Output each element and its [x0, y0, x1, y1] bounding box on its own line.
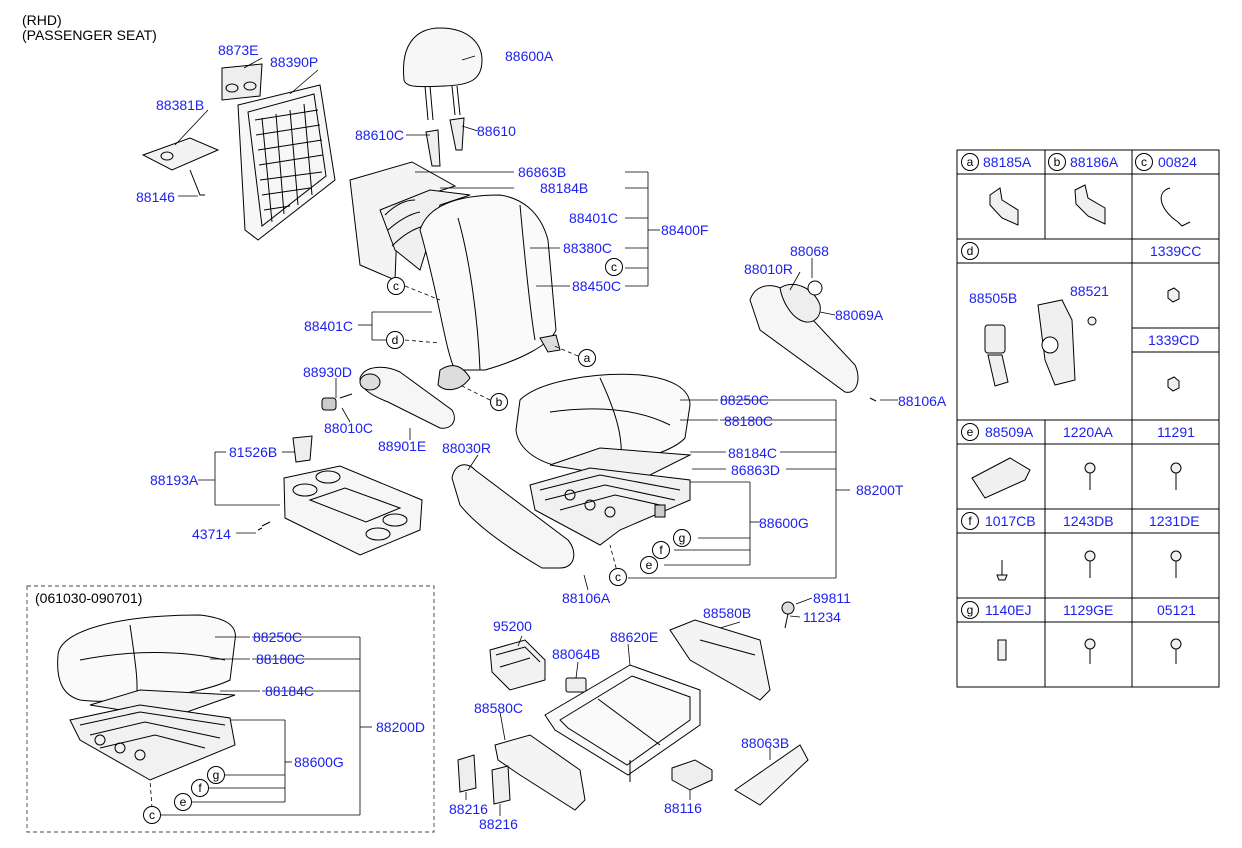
part-88390P[interactable]: 88390P — [270, 54, 319, 70]
part-88068[interactable]: 88068 — [790, 243, 829, 259]
legend-part-88509A[interactable]: 88509A — [985, 424, 1034, 440]
part-88116[interactable]: 88116 — [664, 800, 702, 816]
panel-88381B-drawing — [141, 137, 220, 171]
inset-part-88200D[interactable]: 88200D — [376, 719, 426, 735]
part-88610[interactable]: 88610 — [477, 123, 516, 139]
part-88193A[interactable]: 88193A — [150, 472, 199, 488]
diagram-header-passenger-seat: (PASSENGER SEAT) — [22, 27, 157, 43]
part-88184C[interactable]: 88184C — [728, 445, 778, 461]
part-88106A-bottom[interactable]: 88106A — [562, 590, 611, 606]
inset-part-88600G[interactable]: 88600G — [294, 754, 344, 770]
part-88600G[interactable]: 88600G — [759, 515, 809, 531]
callout-c-seat: c — [609, 568, 627, 586]
part-88010C[interactable]: 88010C — [324, 420, 374, 436]
callout-g: g — [673, 529, 691, 547]
legend-part-1243DB[interactable]: 1243DB — [1063, 513, 1114, 529]
inset-callout-g: g — [207, 766, 225, 784]
callout-d-back: d — [386, 331, 404, 349]
part-88063B[interactable]: 88063B — [741, 735, 790, 751]
part-88610C[interactable]: 88610C — [355, 127, 405, 143]
legend-table — [956, 149, 1220, 688]
legend-part-1140EJ[interactable]: 1140EJ — [985, 602, 1032, 618]
part-88901E[interactable]: 88901E — [378, 438, 427, 454]
legend-part-1339CD[interactable]: 1339CD — [1148, 332, 1200, 348]
part-86863B[interactable]: 86863B — [518, 164, 567, 180]
inset-callout-f: f — [191, 779, 209, 797]
legend-part-1129GE[interactable]: 1129GE — [1063, 602, 1114, 618]
legend-part-88521[interactable]: 88521 — [1070, 283, 1109, 299]
inset-part-88250C[interactable]: 88250C — [253, 629, 303, 645]
legend-part-1017CB[interactable]: 1017CB — [985, 513, 1036, 529]
legend-part-1231DE[interactable]: 1231DE — [1149, 513, 1200, 529]
legend-part-05121[interactable]: 05121 — [1157, 602, 1196, 618]
part-88381B[interactable]: 88381B — [156, 97, 205, 113]
legend-letter-a: a — [961, 153, 979, 171]
legend-letter-g: g — [961, 601, 979, 619]
legend-part-88186A[interactable]: 88186A — [1070, 154, 1119, 170]
legend-part-11291[interactable]: 11291 — [1157, 424, 1195, 440]
part-88184B[interactable]: 88184B — [540, 180, 589, 196]
part-88380C[interactable]: 88380C — [563, 240, 613, 256]
inset-title: (061030-090701) — [35, 590, 143, 606]
legend-part-1339CC[interactable]: 1339CC — [1150, 243, 1202, 259]
inset-part-88180C[interactable]: 88180C — [256, 651, 306, 667]
part-88400F[interactable]: 88400F — [661, 222, 709, 238]
part-88069A[interactable]: 88069A — [835, 307, 884, 323]
legend-letter-f: f — [961, 512, 979, 530]
inset-callout-c: c — [143, 806, 161, 824]
part-88200T[interactable]: 88200T — [856, 482, 904, 498]
callout-c-right: c — [605, 258, 623, 276]
part-88930D[interactable]: 88930D — [303, 364, 353, 380]
part-88030R[interactable]: 88030R — [442, 440, 492, 456]
callout-c-back: c — [387, 277, 405, 295]
part-88450C[interactable]: 88450C — [572, 278, 622, 294]
callout-e: e — [640, 556, 658, 574]
inset-part-88184C[interactable]: 88184C — [265, 683, 315, 699]
part-95200[interactable]: 95200 — [493, 618, 532, 634]
part-88106A-right[interactable]: 88106A — [898, 393, 947, 409]
inset-callout-e: e — [174, 793, 192, 811]
legend-letter-c: c — [1135, 153, 1153, 171]
part-88250C[interactable]: 88250C — [720, 392, 770, 408]
part-88620E[interactable]: 88620E — [610, 629, 659, 645]
part-88064B[interactable]: 88064B — [552, 646, 601, 662]
part-88216-b[interactable]: 88216 — [479, 816, 518, 832]
seatback-frame-drawing — [221, 63, 336, 241]
legend-part-88185A[interactable]: 88185A — [983, 154, 1032, 170]
diagram-header-rhd: (RHD) — [22, 12, 62, 28]
legend-letter-b: b — [1048, 153, 1066, 171]
part-8873E[interactable]: 8873E — [218, 42, 259, 58]
part-89811[interactable]: 89811 — [813, 590, 851, 606]
part-81526B[interactable]: 81526B — [229, 444, 278, 460]
part-88580C[interactable]: 88580C — [474, 700, 524, 716]
part-88401C-top[interactable]: 88401C — [569, 210, 619, 226]
part-86863D[interactable]: 86863D — [731, 462, 781, 478]
callout-a: a — [578, 349, 596, 367]
part-88401C-left[interactable]: 88401C — [304, 318, 354, 334]
callout-b: b — [490, 393, 508, 411]
part-88580B[interactable]: 88580B — [703, 605, 752, 621]
part-88146[interactable]: 88146 — [136, 189, 175, 205]
legend-letter-e: e — [961, 423, 979, 441]
part-88010R[interactable]: 88010R — [744, 261, 794, 277]
legend-part-00824[interactable]: 00824 — [1158, 154, 1197, 170]
part-88180C[interactable]: 88180C — [724, 413, 774, 429]
legend-part-88505B[interactable]: 88505B — [969, 290, 1018, 306]
part-88216-a[interactable]: 88216 — [449, 801, 488, 817]
callout-f: f — [652, 541, 670, 559]
legend-letter-d: d — [961, 242, 979, 260]
inset-frame — [26, 585, 435, 833]
part-88600A[interactable]: 88600A — [505, 48, 554, 64]
part-11234[interactable]: 11234 — [803, 609, 841, 625]
part-43714[interactable]: 43714 — [192, 526, 231, 542]
legend-part-1220AA[interactable]: 1220AA — [1063, 424, 1113, 440]
